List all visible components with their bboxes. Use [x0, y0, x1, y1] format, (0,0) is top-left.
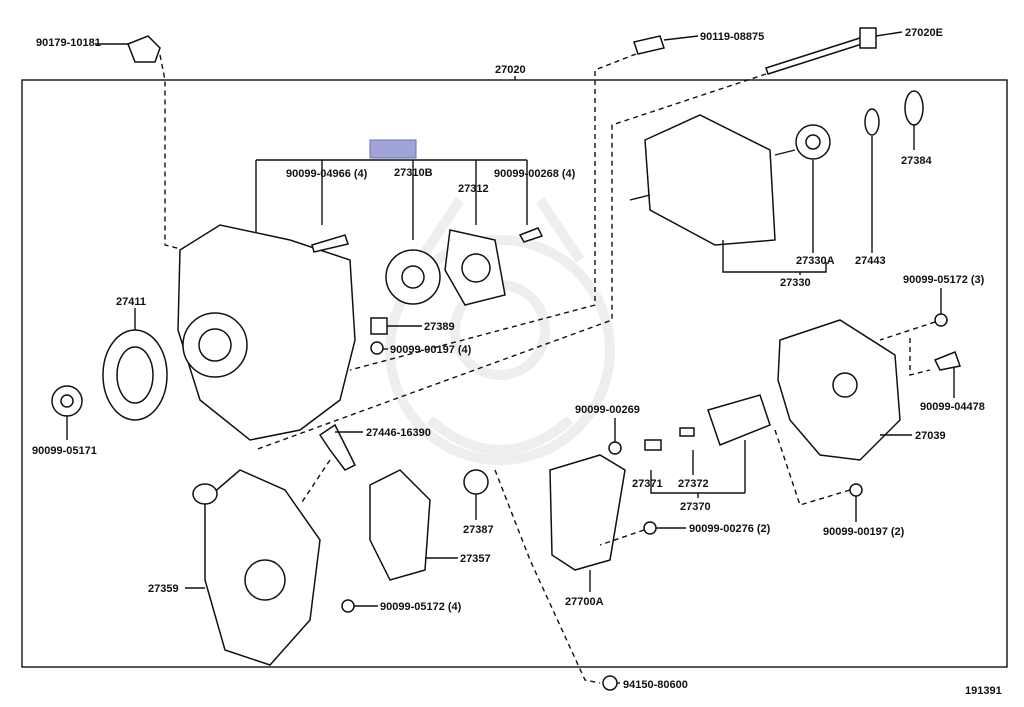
label-27446-16390[interactable]: 27446-16390 [366, 427, 431, 439]
label-27389[interactable]: 27389 [424, 321, 455, 333]
cover-27443[interactable] [864, 108, 880, 136]
label-27384[interactable]: 27384 [901, 155, 932, 167]
insulator-27387[interactable] [463, 469, 489, 495]
screw-05172-4[interactable] [341, 599, 355, 613]
label-90099-00197-4[interactable]: 90099-00197 (4) [390, 344, 472, 356]
bolt-head [859, 27, 877, 49]
label-90099-00268[interactable]: 90099-00268 (4) [494, 168, 576, 180]
rotor[interactable] [644, 114, 776, 246]
bushing[interactable] [192, 483, 218, 505]
label-90099-00276[interactable]: 90099-00276 (2) [689, 523, 771, 535]
bolt-90119[interactable] [633, 35, 665, 55]
label-27359[interactable]: 27359 [148, 583, 179, 595]
label-27357[interactable]: 27357 [460, 553, 491, 565]
label-27330[interactable]: 27330 [780, 277, 811, 289]
drive-end-frame[interactable] [177, 224, 356, 441]
screw-00276[interactable] [643, 521, 657, 535]
part-27389[interactable] [370, 317, 388, 335]
brush-holder[interactable] [707, 394, 771, 446]
label-90099-04966[interactable]: 90099-04966 (4) [286, 168, 368, 180]
label-90099-05171[interactable]: 90099-05171 [32, 445, 97, 457]
label-27330A[interactable]: 27330A [796, 255, 835, 267]
watermark-logo [385, 197, 615, 465]
label-27371[interactable]: 27371 [632, 478, 663, 490]
ring-27384[interactable] [904, 90, 924, 126]
screw-00269[interactable] [608, 441, 622, 455]
nut-05172-3[interactable] [934, 313, 948, 327]
cap-94150[interactable] [602, 675, 618, 691]
regulator-27700A[interactable] [549, 454, 626, 571]
clip-part[interactable] [127, 35, 161, 63]
screw-00197-2[interactable] [849, 483, 863, 497]
label-27370[interactable]: 27370 [680, 501, 711, 513]
screw-00268[interactable] [518, 227, 544, 243]
stud-bolt[interactable] [311, 234, 349, 253]
label-90179-10181[interactable]: 90179-10181 [36, 37, 101, 49]
label-90099-05172-3[interactable]: 90099-05172 (3) [903, 274, 985, 286]
diagram-number: 191391 [965, 685, 1002, 697]
label-27020[interactable]: 27020 [495, 64, 526, 76]
label-27387[interactable]: 27387 [463, 524, 494, 536]
label-27039[interactable]: 27039 [915, 430, 946, 442]
through-bolt-27020E[interactable] [765, 37, 863, 75]
label-27312[interactable]: 27312 [458, 183, 489, 195]
label-27411[interactable]: 27411 [116, 296, 146, 308]
label-90099-00197-2[interactable]: 90099-00197 (2) [823, 526, 905, 538]
spring-27372[interactable] [679, 427, 695, 437]
label-27310B[interactable]: 27310B [394, 167, 433, 179]
screw-00197-4[interactable] [370, 341, 384, 355]
label-90099-00269[interactable]: 90099-00269 [575, 404, 640, 416]
label-90119-08875[interactable]: 90119-08875 [700, 31, 764, 43]
label-27443[interactable]: 27443 [855, 255, 886, 267]
rectifier-27357[interactable] [369, 469, 431, 581]
highlight-box[interactable] [369, 139, 417, 159]
label-94150-80600[interactable]: 94150-80600 [623, 679, 688, 691]
label-27372[interactable]: 27372 [678, 478, 709, 490]
label-90099-05172-4[interactable]: 90099-05172 (4) [380, 601, 462, 613]
label-90099-04478[interactable]: 90099-04478 [920, 401, 985, 413]
label-27700A[interactable]: 27700A [565, 596, 604, 608]
screw-04478[interactable] [933, 351, 961, 371]
brush-27371[interactable] [644, 439, 662, 451]
bracket-27446-16390[interactable] [318, 423, 357, 471]
label-27020E[interactable]: 27020E [905, 27, 943, 39]
